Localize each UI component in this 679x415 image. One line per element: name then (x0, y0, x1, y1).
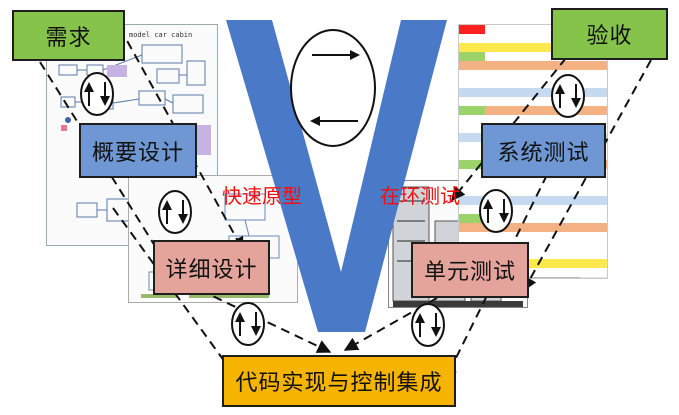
unit-test-box[interactable]: 单元测试 (411, 242, 529, 298)
small-cycle-arrow (231, 302, 265, 346)
small-cycle-arrow (411, 303, 445, 347)
small-cycle-arrow (80, 72, 114, 116)
v-letter-shape (226, 20, 447, 332)
rapid-prototype-label: 快速原型 (222, 184, 302, 208)
large-cycle-arrow (290, 29, 376, 147)
overview-design-box[interactable]: 概要设计 (79, 123, 197, 178)
small-cycle-arrow (479, 189, 513, 233)
table-cell-marker (459, 52, 485, 61)
model-sheet-title: model car cabin (129, 31, 193, 39)
table-cell-marker (459, 214, 485, 223)
table-cell-marker (459, 106, 485, 115)
requirements-box[interactable]: 需求 (12, 10, 125, 61)
system-test-box[interactable]: 系统测试 (481, 123, 606, 178)
table-cell-marker (459, 160, 485, 169)
small-cycle-arrow (158, 190, 192, 234)
table-cell-marker (459, 25, 485, 34)
acceptance-box[interactable]: 验收 (551, 8, 668, 60)
in-loop-test-label: 在环测试 (380, 184, 460, 208)
small-cycle-arrow (551, 74, 585, 118)
implementation-box[interactable]: 代码实现与控制集成 (222, 355, 456, 407)
detailed-design-box[interactable]: 详细设计 (153, 240, 270, 295)
